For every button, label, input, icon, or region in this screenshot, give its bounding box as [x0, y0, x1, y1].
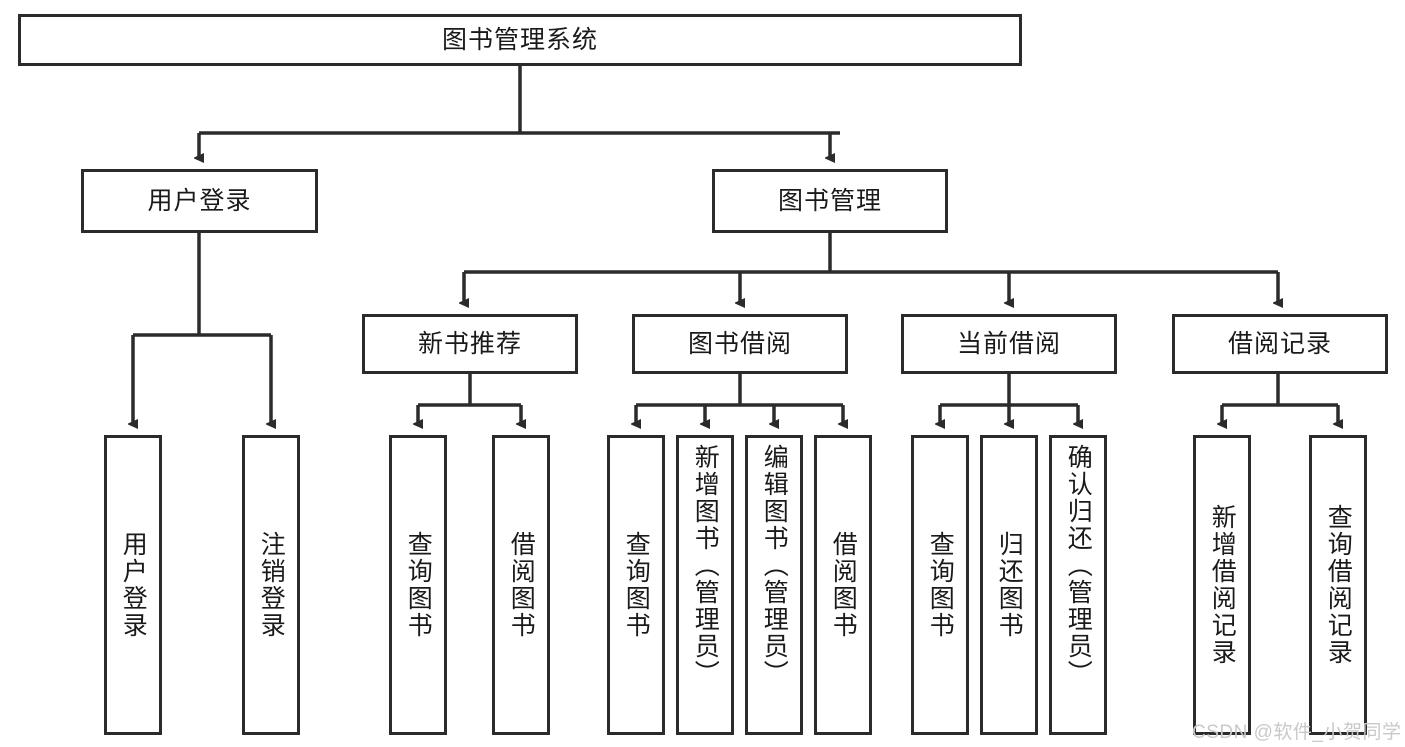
node-book-borrow[interactable]: 图书借阅: [632, 314, 848, 374]
node-leaf-borrow-edit-label: 编辑图书（管理员）: [760, 444, 789, 687]
node-current-borrow[interactable]: 当前借阅: [901, 314, 1117, 374]
node-leaf-rec-search[interactable]: 查询借阅记录: [1309, 435, 1367, 735]
node-leaf-cur-query-label: 查询图书: [926, 531, 955, 639]
node-leaf-rec-add-label: 新增借阅记录: [1208, 504, 1237, 666]
node-book-borrow-label: 图书借阅: [687, 330, 792, 358]
node-leaf-borrow-do-label: 借阅图书: [829, 531, 858, 639]
node-leaf-borrow-query-label: 查询图书: [622, 531, 651, 639]
node-leaf-borrow-edit[interactable]: 编辑图书（管理员）: [745, 435, 803, 735]
node-leaf-cur-confirm-label: 确认归还（管理员）: [1064, 444, 1093, 687]
node-leaf-rec-search-label: 查询借阅记录: [1324, 504, 1353, 666]
node-leaf-cur-query[interactable]: 查询图书: [911, 435, 969, 735]
node-leaf-rec-query[interactable]: 查询图书: [389, 435, 447, 735]
node-book-manage-label: 图书管理: [777, 187, 882, 215]
node-user-login[interactable]: 用户登录: [81, 169, 318, 233]
node-leaf-user-login-label: 用户登录: [119, 531, 148, 639]
node-leaf-borrow-do[interactable]: 借阅图书: [814, 435, 872, 735]
node-current-borrow-label: 当前借阅: [956, 330, 1061, 358]
node-leaf-rec-query-label: 查询图书: [404, 531, 433, 639]
node-leaf-rec-borrow-label: 借阅图书: [507, 531, 536, 639]
node-book-manage[interactable]: 图书管理: [712, 169, 948, 233]
node-leaf-borrow-add[interactable]: 新增图书（管理员）: [676, 435, 734, 735]
watermark-label: CSDN @软件_小贺同学: [1192, 722, 1402, 743]
node-leaf-borrow-query[interactable]: 查询图书: [607, 435, 665, 735]
node-borrow-record[interactable]: 借阅记录: [1172, 314, 1388, 374]
node-root-label: 图书管理系统: [441, 26, 598, 54]
node-leaf-cur-return[interactable]: 归还图书: [980, 435, 1038, 735]
node-borrow-record-label: 借阅记录: [1227, 330, 1332, 358]
node-leaf-user-logout[interactable]: 注销登录: [242, 435, 300, 735]
node-new-book-rec[interactable]: 新书推荐: [362, 314, 578, 374]
node-new-book-rec-label: 新书推荐: [417, 330, 522, 358]
node-leaf-user-logout-label: 注销登录: [257, 531, 286, 639]
node-leaf-rec-add[interactable]: 新增借阅记录: [1193, 435, 1251, 735]
node-root[interactable]: 图书管理系统: [18, 14, 1022, 66]
node-user-login-label: 用户登录: [147, 187, 252, 215]
node-leaf-rec-borrow[interactable]: 借阅图书: [492, 435, 550, 735]
node-leaf-borrow-add-label: 新增图书（管理员）: [691, 444, 720, 687]
node-leaf-cur-return-label: 归还图书: [995, 531, 1024, 639]
node-leaf-user-login[interactable]: 用户登录: [104, 435, 162, 735]
node-leaf-cur-confirm[interactable]: 确认归还（管理员）: [1049, 435, 1107, 735]
